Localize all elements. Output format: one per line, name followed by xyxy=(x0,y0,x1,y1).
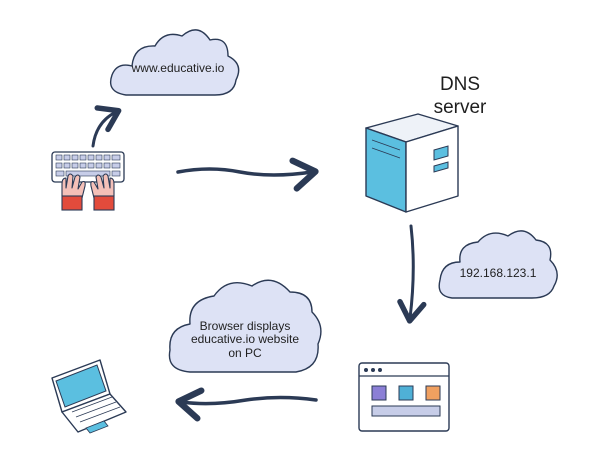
cloud-ip-text: 192.168.123.1 xyxy=(448,266,548,280)
cloud-url-text: www.educative.io xyxy=(118,61,238,75)
dns-title-line1: DNS xyxy=(439,74,481,95)
arrow-keyboard-to-dns xyxy=(176,157,319,192)
dns-server-icon xyxy=(365,113,459,213)
browser-window-icon xyxy=(358,362,450,432)
arrow-keyboard-to-url xyxy=(91,105,122,148)
arrow-dns-to-browser xyxy=(397,224,427,324)
cloud-ip xyxy=(438,230,558,299)
cloud-display xyxy=(168,279,322,373)
ip-text: 192.168.123.1 xyxy=(459,266,537,280)
dns-server-title: DNS server xyxy=(420,74,500,120)
dns-title-line2: server xyxy=(433,96,487,118)
url-text: www.educative.io xyxy=(131,61,225,75)
keyboard-hands-icon xyxy=(51,151,125,211)
cloud-url xyxy=(109,29,240,96)
laptop-icon xyxy=(51,359,127,434)
arrow-browser-to-laptop xyxy=(175,387,318,422)
display-line2: educative.io website xyxy=(190,332,300,347)
cloud-display-text: Browser displays educative.io website on… xyxy=(180,319,310,360)
display-line3: on PC xyxy=(228,345,262,360)
display-line1: Browser displays xyxy=(199,319,291,333)
